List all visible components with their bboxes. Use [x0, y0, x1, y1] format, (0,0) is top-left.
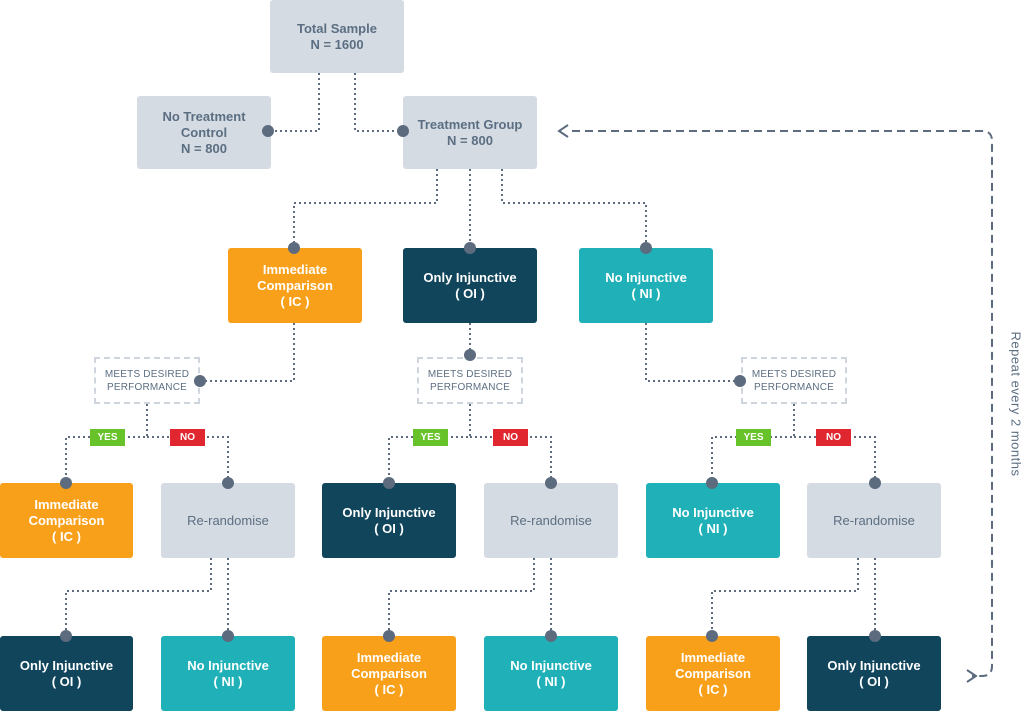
- connector-dot: [222, 630, 234, 642]
- treatment-count: N = 800: [447, 132, 493, 148]
- meets-label-1: MEETS DESIRED: [751, 368, 837, 380]
- rerandomised-only-injunctive: Only Injunctive ( OI ): [807, 636, 941, 711]
- meets-desired-performance-oi: MEETS DESIRED PERFORMANCE: [417, 357, 523, 404]
- re-randomise-label: Re-randomise: [510, 512, 592, 528]
- arm-oi-code: ( OI ): [455, 285, 485, 301]
- ic-label-1: Immediate: [34, 496, 99, 512]
- outcome-immediate-comparison: Immediate Comparison ( IC ): [0, 483, 133, 558]
- control-box: No Treatment Control N = 800: [137, 96, 271, 169]
- rerandomised-only-injunctive: Only Injunctive ( OI ): [0, 636, 133, 711]
- arm-ni-code: ( NI ): [631, 285, 661, 301]
- meets-label-1: MEETS DESIRED: [104, 368, 190, 380]
- oi-label: Only Injunctive: [19, 657, 114, 673]
- connector-dot: [222, 477, 234, 489]
- repeat-loop-label: Repeat every 2 months: [1008, 331, 1024, 477]
- connector-dot: [194, 375, 206, 387]
- no-tag: NO: [170, 429, 205, 446]
- yes-tag: YES: [736, 429, 771, 446]
- rerandomised-immediate-comparison: Immediate Comparison ( IC ): [646, 636, 780, 711]
- ic-label-2: Comparison: [28, 512, 105, 528]
- arm-ni-label: No Injunctive: [605, 269, 687, 285]
- connector-dot: [288, 242, 300, 254]
- treatment-title: Treatment Group: [417, 116, 523, 132]
- arm-ic-label-2: Comparison: [257, 277, 333, 293]
- ni-code: ( NI ): [698, 520, 728, 536]
- re-randomise-label: Re-randomise: [833, 512, 915, 528]
- ic-label-1: Immediate: [356, 649, 422, 665]
- treatment-group-box: Treatment Group N = 800: [403, 96, 537, 169]
- rerandomised-no-injunctive: No Injunctive ( NI ): [484, 636, 618, 711]
- total-sample-box: Total Sample N = 1600: [270, 0, 404, 73]
- connector-dot: [869, 630, 881, 642]
- re-randomise-box: Re-randomise: [484, 483, 618, 558]
- connector-dot: [706, 630, 718, 642]
- connector-dot: [262, 125, 274, 137]
- connector-dot: [545, 477, 557, 489]
- meets-label-1: MEETS DESIRED: [427, 368, 513, 380]
- ic-code: ( IC ): [52, 528, 81, 544]
- re-randomise-box: Re-randomise: [807, 483, 941, 558]
- connector-dot: [383, 630, 395, 642]
- meets-label-2: PERFORMANCE: [430, 381, 510, 393]
- connector-dot: [734, 375, 746, 387]
- ic-label-2: Comparison: [351, 665, 427, 681]
- ic-code: ( IC ): [698, 681, 728, 697]
- outcome-only-injunctive: Only Injunctive ( OI ): [322, 483, 456, 558]
- connector-dot: [706, 477, 718, 489]
- re-randomise-box: Re-randomise: [161, 483, 295, 558]
- ni-label: No Injunctive: [187, 657, 269, 673]
- rerandomised-immediate-comparison: Immediate Comparison ( IC ): [322, 636, 456, 711]
- ni-label: No Injunctive: [672, 504, 754, 520]
- connector-dot: [869, 477, 881, 489]
- oi-label: Only Injunctive: [342, 504, 436, 520]
- meets-label-2: PERFORMANCE: [107, 381, 187, 393]
- connector-dot: [464, 242, 476, 254]
- connector-dot: [60, 477, 72, 489]
- connector-dot: [60, 630, 72, 642]
- arm-ic-code: ( IC ): [280, 293, 310, 309]
- ni-code: ( NI ): [213, 673, 243, 689]
- connector-dot: [464, 349, 476, 361]
- oi-code: ( OI ): [374, 520, 404, 536]
- oi-label: Only Injunctive: [827, 657, 921, 673]
- no-tag: NO: [816, 429, 851, 446]
- connector-dot: [545, 630, 557, 642]
- ic-label-2: Comparison: [675, 665, 751, 681]
- rerandomised-no-injunctive: No Injunctive ( NI ): [161, 636, 295, 711]
- ni-code: ( NI ): [536, 673, 566, 689]
- connector-dot: [640, 242, 652, 254]
- oi-code: ( OI ): [859, 673, 889, 689]
- ic-code: ( IC ): [374, 681, 404, 697]
- arm-ic-label-1: Immediate: [262, 261, 328, 277]
- no-tag: NO: [493, 429, 528, 446]
- meets-desired-performance-ni: MEETS DESIRED PERFORMANCE: [741, 357, 847, 404]
- arm-oi-label: Only Injunctive: [423, 269, 517, 285]
- control-label-1: No Treatment: [162, 108, 246, 124]
- outcome-no-injunctive: No Injunctive ( NI ): [646, 483, 780, 558]
- meets-desired-performance-ic: MEETS DESIRED PERFORMANCE: [94, 357, 200, 404]
- connector-dot: [397, 125, 409, 137]
- arm-only-injunctive: Only Injunctive ( OI ): [403, 248, 537, 323]
- yes-tag: YES: [90, 429, 125, 446]
- oi-code: ( OI ): [51, 673, 82, 689]
- re-randomise-label: Re-randomise: [187, 512, 269, 528]
- control-label-2: Control: [180, 124, 228, 140]
- connector-dot: [383, 477, 395, 489]
- total-sample-count: N = 1600: [310, 36, 364, 52]
- arm-immediate-comparison: Immediate Comparison ( IC ): [228, 248, 362, 323]
- control-count: N = 800: [181, 140, 227, 156]
- arm-no-injunctive: No Injunctive ( NI ): [579, 248, 713, 323]
- meets-label-2: PERFORMANCE: [754, 381, 834, 393]
- ni-label: No Injunctive: [510, 657, 592, 673]
- yes-tag: YES: [413, 429, 448, 446]
- ic-label-1: Immediate: [680, 649, 746, 665]
- total-sample-title: Total Sample: [297, 20, 377, 36]
